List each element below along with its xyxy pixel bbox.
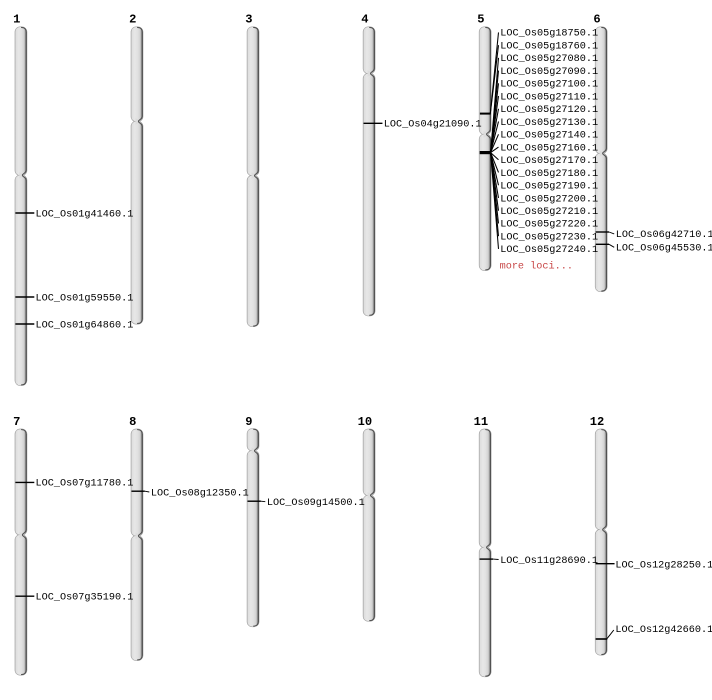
svg-text:LOC_Os05g18760.1: LOC_Os05g18760.1 <box>500 41 598 52</box>
svg-text:LOC_Os05g27170.1: LOC_Os05g27170.1 <box>500 156 598 167</box>
svg-text:7: 7 <box>13 415 20 429</box>
svg-text:LOC_Os05g27220.1: LOC_Os05g27220.1 <box>500 220 598 231</box>
svg-text:LOC_Os05g27080.1: LOC_Os05g27080.1 <box>500 54 598 65</box>
svg-text:LOC_Os01g64860.1: LOC_Os01g64860.1 <box>36 320 134 331</box>
svg-text:LOC_Os12g28250.1: LOC_Os12g28250.1 <box>615 561 712 572</box>
svg-text:LOC_Os11g28690.1: LOC_Os11g28690.1 <box>500 556 598 567</box>
svg-text:LOC_Os01g41460.1: LOC_Os01g41460.1 <box>36 209 134 220</box>
svg-text:LOC_Os05g18750.1: LOC_Os05g18750.1 <box>500 29 598 40</box>
svg-text:LOC_Os05g27100.1: LOC_Os05g27100.1 <box>500 80 598 91</box>
svg-text:LOC_Os05g27200.1: LOC_Os05g27200.1 <box>500 194 598 205</box>
svg-text:6: 6 <box>593 12 600 26</box>
svg-text:LOC_Os05g27210.1: LOC_Os05g27210.1 <box>500 207 598 218</box>
svg-text:LOC_Os01g59550.1: LOC_Os01g59550.1 <box>36 293 134 304</box>
svg-text:LOC_Os05g27110.1: LOC_Os05g27110.1 <box>500 92 598 103</box>
svg-text:LOC_Os12g42660.1: LOC_Os12g42660.1 <box>615 625 712 636</box>
svg-text:LOC_Os05g27180.1: LOC_Os05g27180.1 <box>500 169 598 180</box>
svg-text:LOC_Os06g45530.1: LOC_Os06g45530.1 <box>616 244 712 255</box>
svg-text:LOC_Os07g35190.1: LOC_Os07g35190.1 <box>36 593 134 604</box>
svg-text:LOC_Os04g21090.1: LOC_Os04g21090.1 <box>384 120 482 131</box>
svg-text:LOC_Os07g11780.1: LOC_Os07g11780.1 <box>36 479 134 490</box>
svg-text:4: 4 <box>361 12 368 26</box>
svg-text:LOC_Os05g27230.1: LOC_Os05g27230.1 <box>500 233 598 244</box>
svg-text:LOC_Os06g42710.1: LOC_Os06g42710.1 <box>616 230 712 241</box>
svg-text:LOC_Os05g27160.1: LOC_Os05g27160.1 <box>500 143 598 154</box>
svg-text:LOC_Os05g27090.1: LOC_Os05g27090.1 <box>500 67 598 78</box>
svg-text:LOC_Os05g27190.1: LOC_Os05g27190.1 <box>500 182 598 193</box>
svg-text:LOC_Os05g27120.1: LOC_Os05g27120.1 <box>500 105 598 116</box>
svg-text:8: 8 <box>129 415 136 429</box>
svg-text:LOC_Os09g14500.1: LOC_Os09g14500.1 <box>267 498 365 509</box>
svg-text:9: 9 <box>245 415 252 429</box>
svg-text:LOC_Os05g27130.1: LOC_Os05g27130.1 <box>500 118 598 129</box>
svg-text:LOC_Os05g27140.1: LOC_Os05g27140.1 <box>500 131 598 142</box>
svg-text:LOC_Os08g12350.1: LOC_Os08g12350.1 <box>151 488 249 499</box>
svg-text:3: 3 <box>245 12 252 26</box>
svg-text:LOC_Os05g27240.1: LOC_Os05g27240.1 <box>500 245 598 256</box>
svg-text:10: 10 <box>358 415 373 429</box>
svg-text:1: 1 <box>13 12 20 26</box>
svg-text:11: 11 <box>474 415 489 429</box>
svg-text:5: 5 <box>477 12 484 26</box>
svg-text:12: 12 <box>590 415 605 429</box>
svg-text:more loci...: more loci... <box>500 261 573 273</box>
svg-text:2: 2 <box>129 12 136 26</box>
